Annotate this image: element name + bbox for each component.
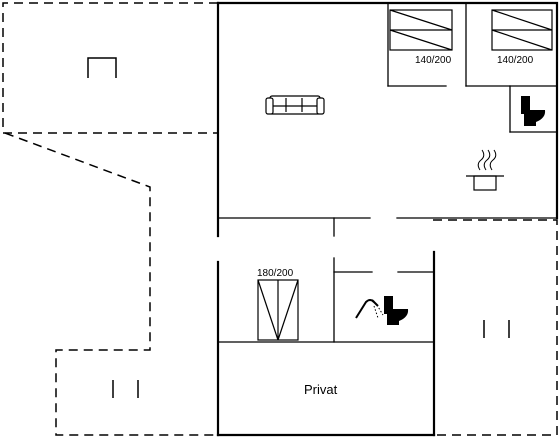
terrace-left-upper xyxy=(2,2,218,134)
bed-size-label: 140/200 xyxy=(415,55,452,66)
outer-wall-main xyxy=(216,1,559,220)
bed-size-label: 180/200 xyxy=(257,268,294,279)
inner-walls xyxy=(217,2,558,343)
toilet-icon xyxy=(384,296,409,325)
terrace-left-path xyxy=(4,132,218,436)
single-bed-icon xyxy=(257,279,299,341)
bed-size-label: 140/200 xyxy=(497,55,534,66)
toilet-icon xyxy=(521,96,546,126)
walls xyxy=(216,1,559,437)
terrace-fixtures xyxy=(87,57,510,398)
double-bed-icon xyxy=(491,9,553,51)
terrace-right xyxy=(433,219,558,436)
room-label-privat: Privat xyxy=(304,382,338,397)
double-bed-icon xyxy=(389,9,453,51)
sofa-icon xyxy=(265,95,325,115)
shower-icon xyxy=(355,299,384,319)
grill-icon xyxy=(87,57,117,78)
cooking-pot-icon xyxy=(466,149,504,191)
